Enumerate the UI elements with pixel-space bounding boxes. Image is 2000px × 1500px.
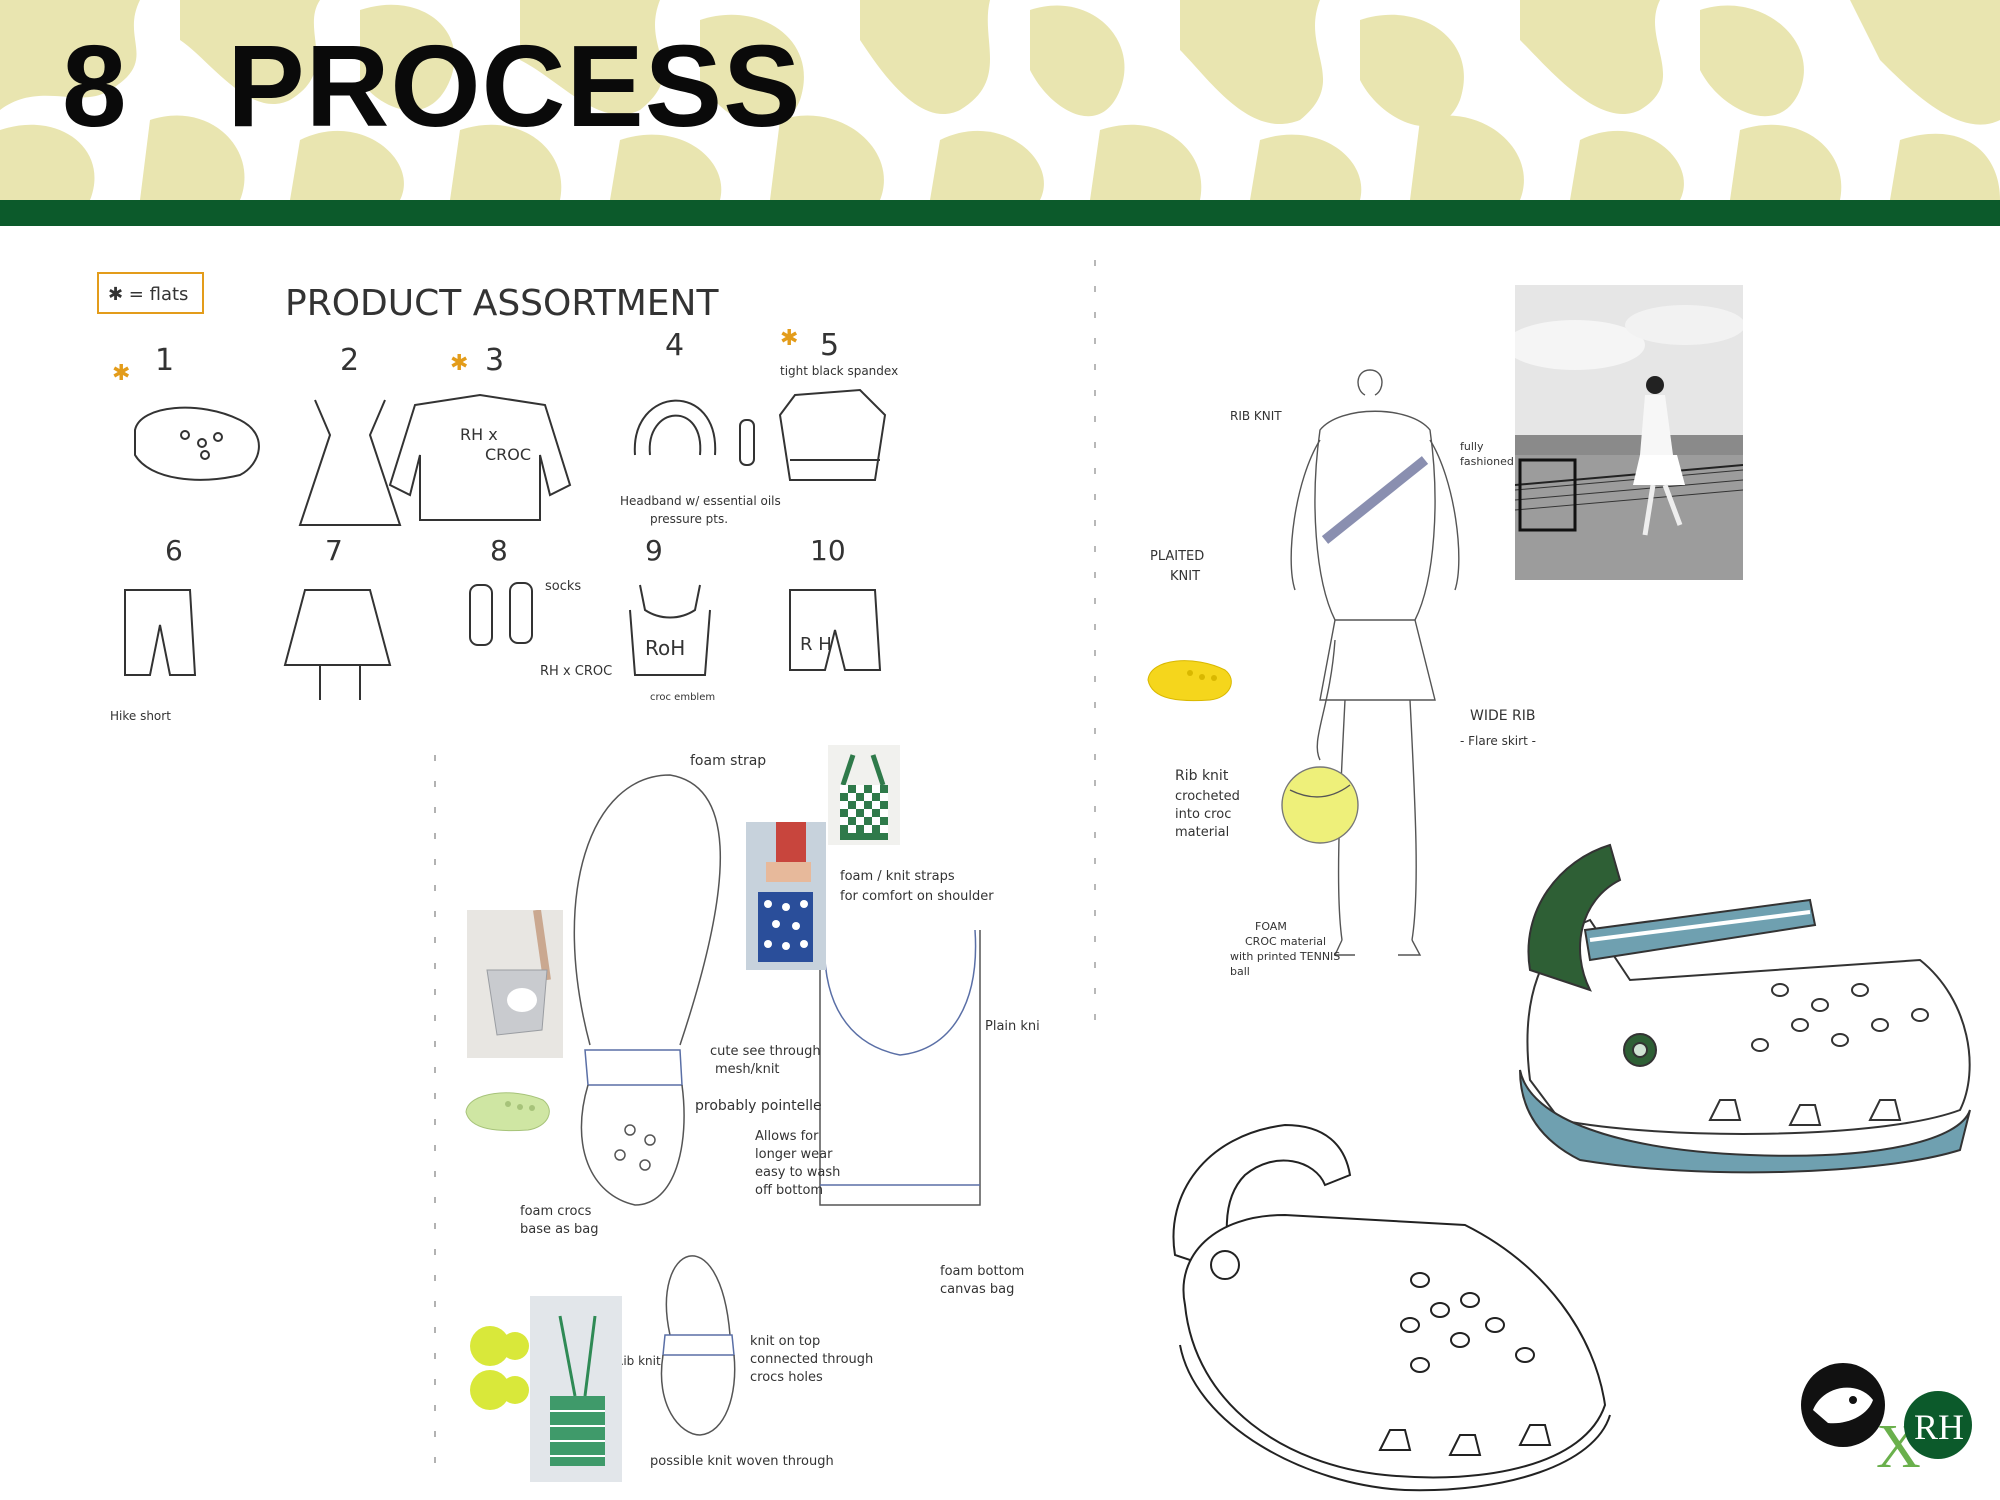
svg-text:RIB KNIT: RIB KNIT (1230, 409, 1282, 423)
svg-text:into croc: into croc (1175, 807, 1231, 822)
item-number-7: 7 (325, 534, 343, 567)
item-number-10: 10 (810, 534, 846, 567)
knit-bag-photo (530, 1296, 622, 1482)
svg-text:foam bottom: foam bottom (940, 1264, 1024, 1279)
svg-text:croc emblem: croc emblem (650, 692, 715, 703)
svg-text:foam strap: foam strap (690, 753, 766, 769)
logo-rh-text: RH (1914, 1407, 1964, 1447)
svg-text:Rib knit: Rib knit (615, 1354, 661, 1368)
item-number-2: 2 (340, 343, 359, 378)
svg-text:Hike short: Hike short (110, 709, 171, 723)
svg-text:pressure pts.: pressure pts. (650, 512, 728, 526)
assortment-heading: PRODUCT ASSORTMENT (285, 283, 719, 324)
svg-text:with printed TENNIS: with printed TENNIS (1230, 950, 1340, 963)
svg-text:socks: socks (545, 579, 581, 594)
svg-text:mesh/knit: mesh/knit (715, 1062, 780, 1077)
svg-text:fully: fully (1460, 440, 1484, 453)
item-number-3: 3 (485, 343, 504, 378)
svg-text:WIDE RIB: WIDE RIB (1470, 708, 1536, 724)
header-divider-bar (0, 200, 2000, 226)
svg-text:Rib knit: Rib knit (1175, 768, 1229, 784)
svg-text:connected through: connected through (750, 1352, 873, 1367)
svg-text:possible knit woven through: possible knit woven through (650, 1454, 834, 1469)
colored-croc-illustration (1500, 820, 1980, 1220)
svg-text:for comfort on shoulder: for comfort on shoulder (840, 889, 994, 904)
svg-text:RH x CROC: RH x CROC (540, 664, 612, 679)
floral-pattern-background (0, 0, 2000, 200)
svg-text:base as bag: base as bag (520, 1222, 598, 1237)
svg-text:cute see through: cute see through (710, 1044, 821, 1059)
svg-text:foam / knit straps: foam / knit straps (840, 869, 955, 884)
line-croc-illustration (1165, 1105, 1625, 1495)
svg-text:✱: ✱ (450, 350, 468, 375)
yellow-croc-photo (1140, 640, 1240, 712)
svg-text:longer wear: longer wear (755, 1147, 833, 1162)
svg-text:crocheted: crocheted (1175, 789, 1240, 804)
svg-text:- Flare skirt -: - Flare skirt - (1460, 734, 1536, 748)
svg-text:PLAITED: PLAITED (1150, 549, 1204, 564)
svg-text:off bottom: off bottom (755, 1183, 823, 1198)
svg-text:✱: ✱ (112, 360, 130, 385)
item-number-6: 6 (165, 534, 183, 567)
svg-text:KNIT: KNIT (1170, 569, 1200, 584)
svg-text:ball: ball (1230, 965, 1250, 978)
svg-text:Allows for: Allows for (755, 1129, 819, 1144)
svg-text:knit on top: knit on top (750, 1334, 820, 1349)
svg-text:fashioned: fashioned (1460, 455, 1514, 468)
crocs-rh-logo: X RH (1798, 1355, 1973, 1481)
item-number-9: 9 (645, 534, 663, 567)
header-banner: 8 PROCESS (0, 0, 2000, 200)
page-title: 8 PROCESS (62, 21, 802, 151)
silver-bag-photo (467, 910, 563, 1058)
svg-text:R H: R H (800, 634, 832, 655)
tennis-balls-photo (470, 1318, 530, 1418)
svg-text:easy to wash: easy to wash (755, 1165, 840, 1180)
svg-text:canvas bag: canvas bag (940, 1282, 1014, 1297)
svg-text:material: material (1175, 825, 1229, 840)
svg-text:probably pointelle: probably pointelle (695, 1098, 822, 1114)
tennis-player-photo (1515, 285, 1743, 580)
bag-concept-sketch: foam strap foam / knit straps for comfor… (420, 745, 1045, 1485)
item-number-4: 4 (665, 328, 684, 363)
blue-pattern-bag-photo (746, 822, 826, 970)
flats-legend: ✱ = flats (108, 284, 188, 305)
svg-text:Plain knit: Plain knit (985, 1019, 1040, 1034)
svg-text:crocs holes: crocs holes (750, 1370, 823, 1385)
checkered-bag-photo (828, 745, 900, 845)
svg-text:CROC material: CROC material (1245, 935, 1326, 948)
svg-text:CROC: CROC (485, 445, 531, 464)
item-number-5: 5 (820, 328, 839, 363)
svg-text:RH x: RH x (460, 425, 498, 444)
product-assortment-sketch: ✱ = flats PRODUCT ASSORTMENT 1 2 3 4 5 ✱… (90, 255, 940, 735)
svg-text:✱: ✱ (780, 325, 798, 350)
svg-text:FOAM: FOAM (1255, 920, 1287, 933)
svg-text:foam crocs: foam crocs (520, 1204, 592, 1219)
svg-text:tight black spandex: tight black spandex (780, 364, 898, 378)
svg-text:RoH: RoH (645, 636, 685, 660)
outfit-concept-sketch: RIB KNIT fully fashioned PLAITED KNIT WI… (1080, 240, 1550, 1040)
item-number-1: 1 (155, 343, 174, 378)
mint-croc-photo (458, 1072, 558, 1142)
item-number-8: 8 (490, 534, 508, 567)
svg-text:Headband w/ essential oils: Headband w/ essential oils (620, 494, 781, 508)
